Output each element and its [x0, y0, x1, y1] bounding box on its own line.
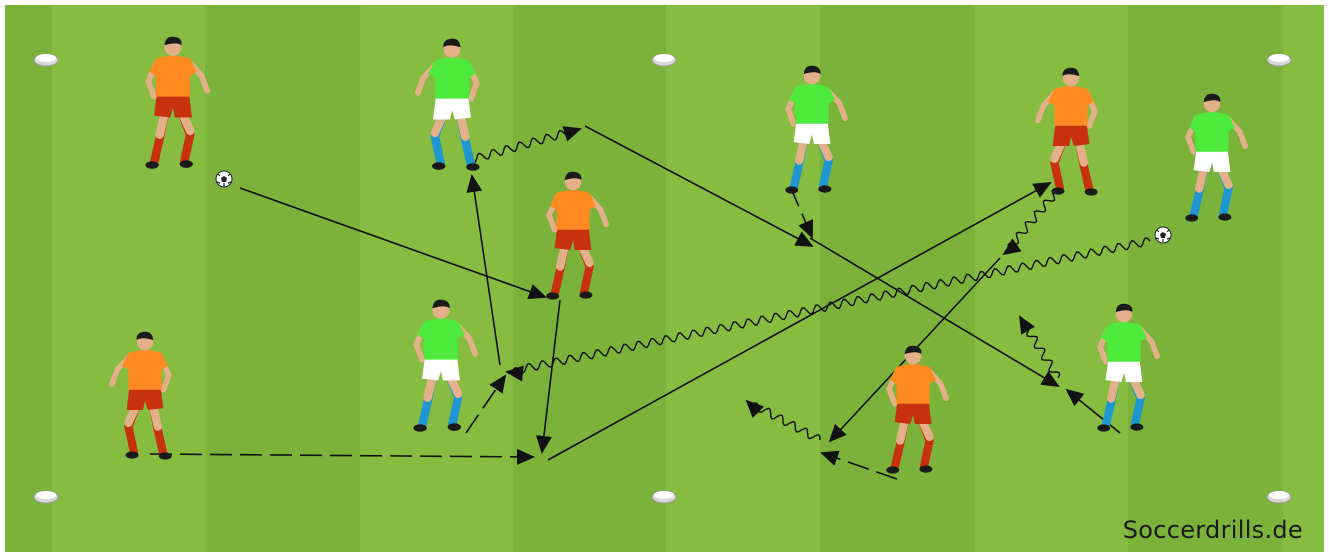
- run-line: [820, 450, 898, 480]
- orange-player: [145, 36, 211, 169]
- run-line: [465, 374, 507, 434]
- green-player: [414, 38, 480, 171]
- orange-player: [546, 171, 609, 300]
- cone-icon: [1266, 490, 1292, 504]
- run-line: [149, 448, 535, 465]
- cone-icon: [33, 53, 59, 67]
- pass-line: [809, 237, 1060, 388]
- run-line: [789, 185, 814, 239]
- pitch-stripe: [5, 5, 52, 552]
- green-player: [413, 299, 479, 432]
- balls: [215, 170, 1172, 244]
- pass-line: [239, 187, 547, 300]
- cone-icon: [1266, 53, 1292, 67]
- pitch-stripe: [1283, 5, 1324, 552]
- green-player: [1185, 93, 1248, 222]
- cone-icon: [33, 490, 59, 504]
- pass-line: [1065, 388, 1121, 434]
- orange-player: [1035, 67, 1098, 196]
- dribble-line: [469, 126, 582, 164]
- movement-lines: [149, 125, 1151, 480]
- players: [109, 36, 1248, 474]
- dribble-line: [1002, 188, 1059, 256]
- pass-line: [584, 125, 814, 247]
- watermark-text: Soccerdrills.de: [1122, 516, 1303, 544]
- dribble-line: [1018, 315, 1061, 379]
- cone-icon: [651, 53, 677, 67]
- cone-icon: [651, 490, 677, 504]
- green-player: [1097, 303, 1160, 432]
- orange-player: [109, 331, 172, 460]
- pitch-stripe: [205, 5, 360, 552]
- dribble-line: [505, 237, 1151, 382]
- orange-player: [886, 345, 949, 474]
- cones: [33, 53, 1292, 504]
- pass-line: [535, 299, 561, 454]
- pitch-stripe: [1128, 5, 1283, 552]
- pass-line: [547, 182, 1052, 461]
- green-player: [785, 65, 848, 194]
- ball-icon: [215, 170, 233, 188]
- ball-icon: [1154, 226, 1172, 244]
- pass-line: [466, 174, 501, 366]
- dribble-line: [745, 399, 821, 441]
- pitch-stripe: [975, 5, 1128, 552]
